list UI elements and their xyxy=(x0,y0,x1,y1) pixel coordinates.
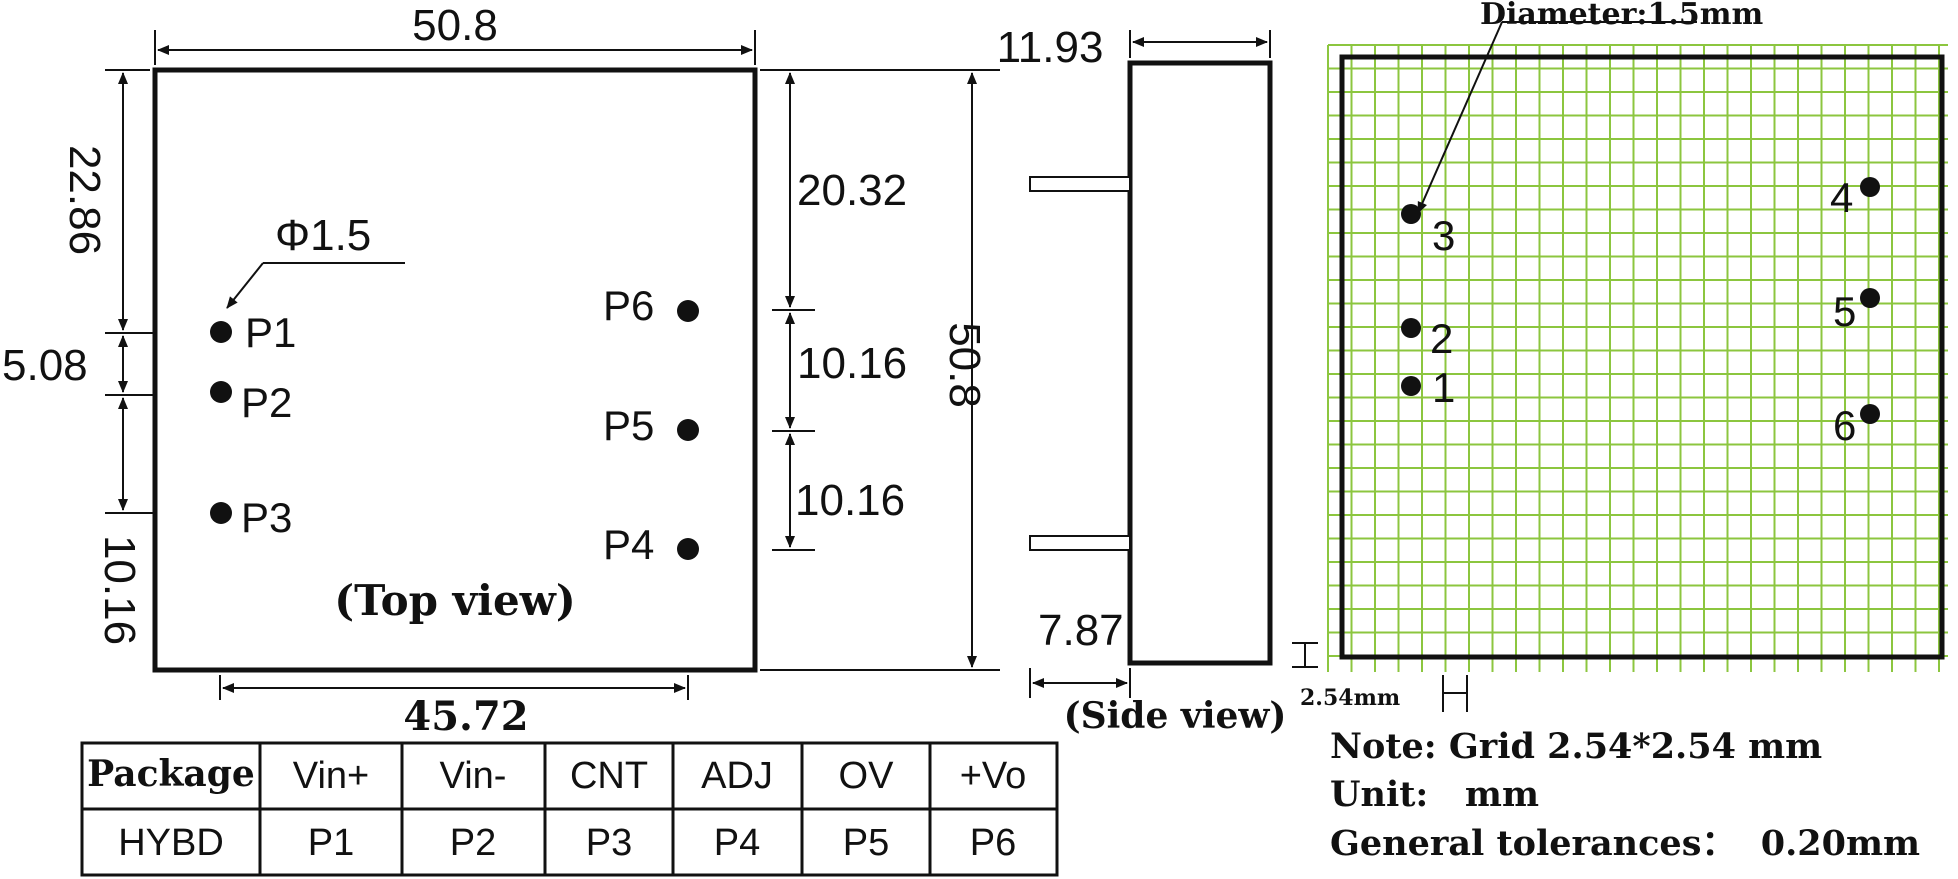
grid-pitch-label: 2.54mm xyxy=(1300,685,1400,711)
pin-p5-label: P5 xyxy=(603,402,654,449)
pin-p5 xyxy=(677,419,699,441)
grid-view: Diameter:1.5mm 1 2 3 4 5 6 2.54mm xyxy=(1292,0,1948,712)
pin-p1-label: P1 xyxy=(245,309,296,356)
table-cell-p3: P3 xyxy=(586,822,632,864)
table-header-package: Package xyxy=(87,753,255,795)
pin-diameter-label: Φ1.5 xyxy=(275,211,371,260)
grid-pin-6 xyxy=(1860,404,1880,424)
side-pin-lower xyxy=(1029,535,1131,551)
right-top-dimension-label: 20.32 xyxy=(797,166,907,215)
note-unit: Unit: mm xyxy=(1330,774,1539,815)
diameter-label: Diameter:1.5mm xyxy=(1480,0,1763,32)
pin-table: Package Vin+ Vin- CNT ADJ OV +Vo HYBD P1… xyxy=(80,741,1059,877)
grid-lines xyxy=(1327,44,1948,672)
table-cell-hybd: HYBD xyxy=(118,822,224,864)
top-view-title: (Top view) xyxy=(334,576,575,625)
grid-pin-5-label: 5 xyxy=(1833,288,1856,335)
pin-span-label: 45.72 xyxy=(403,693,528,740)
table-header-vin-minus: Vin- xyxy=(440,755,507,797)
height-dimension-label: 50.8 xyxy=(940,322,989,408)
side-view-title: (Side view) xyxy=(1064,695,1287,737)
table-cell-p2: P2 xyxy=(450,822,496,864)
side-view: 11.93 7.87 (Side view) xyxy=(997,23,1287,737)
right-mid1-dimension-label: 10.16 xyxy=(797,339,907,388)
left-mid-dimension-label: 5.08 xyxy=(2,341,88,390)
right-mid2-dimension-label: 10.16 xyxy=(795,476,905,525)
grid-pin-6-label: 6 xyxy=(1833,402,1856,449)
grid-pin-5 xyxy=(1860,288,1880,308)
pin-p3 xyxy=(210,502,232,524)
grid-pin-3-label: 3 xyxy=(1432,212,1455,259)
top-view-outline xyxy=(152,67,758,673)
grid-pin-1 xyxy=(1401,376,1421,396)
grid-pin-2 xyxy=(1401,318,1421,338)
grid-pin-2-label: 2 xyxy=(1430,315,1453,362)
top-view: 50.8 22.86 5.08 10.16 45.72 20.32 10.16 … xyxy=(2,1,1000,740)
left-top-dimension-label: 22.86 xyxy=(60,145,109,255)
table-header-ov: OV xyxy=(839,755,895,797)
pin-p4 xyxy=(677,538,699,560)
pin-p4-label: P4 xyxy=(603,521,654,568)
table-header-vo-plus: +Vo xyxy=(960,755,1027,797)
table-header-vin-plus: Vin+ xyxy=(293,755,369,797)
notes: Note: Grid 2.54*2.54 mm Unit: mm General… xyxy=(1330,726,1920,864)
table-cell-p1: P1 xyxy=(308,822,354,864)
table-cell-p5: P5 xyxy=(843,822,889,864)
thickness-label: 11.93 xyxy=(997,23,1104,72)
pin-p2 xyxy=(210,381,232,403)
table-header-cnt: CNT xyxy=(570,755,648,797)
pin-p2-label: P2 xyxy=(241,379,292,426)
width-label: 50.8 xyxy=(412,1,498,50)
table-cell-p4: P4 xyxy=(714,822,760,864)
left-bottom-dimension-label: 10.16 xyxy=(95,535,144,645)
grid-pin-3 xyxy=(1401,204,1421,224)
table-cell-p6: P6 xyxy=(970,822,1016,864)
pin-p6-label: P6 xyxy=(603,282,654,329)
grid-pin-1-label: 1 xyxy=(1432,364,1455,411)
grid-view-outline xyxy=(1339,54,1945,660)
pin-length-label: 7.87 xyxy=(1038,606,1124,655)
side-pin-upper xyxy=(1029,176,1131,192)
pin-p1 xyxy=(210,321,232,343)
grid-pin-4-label: 4 xyxy=(1830,174,1853,221)
pin-p3-label: P3 xyxy=(241,494,292,541)
note-tolerance: General tolerances： 0.20mm xyxy=(1330,823,1920,864)
note-grid: Note: Grid 2.54*2.54 mm xyxy=(1330,726,1822,767)
grid-pin-4 xyxy=(1860,177,1880,197)
pin-p6 xyxy=(677,300,699,322)
side-view-outline xyxy=(1127,60,1273,666)
table-header-adj: ADJ xyxy=(701,755,773,797)
